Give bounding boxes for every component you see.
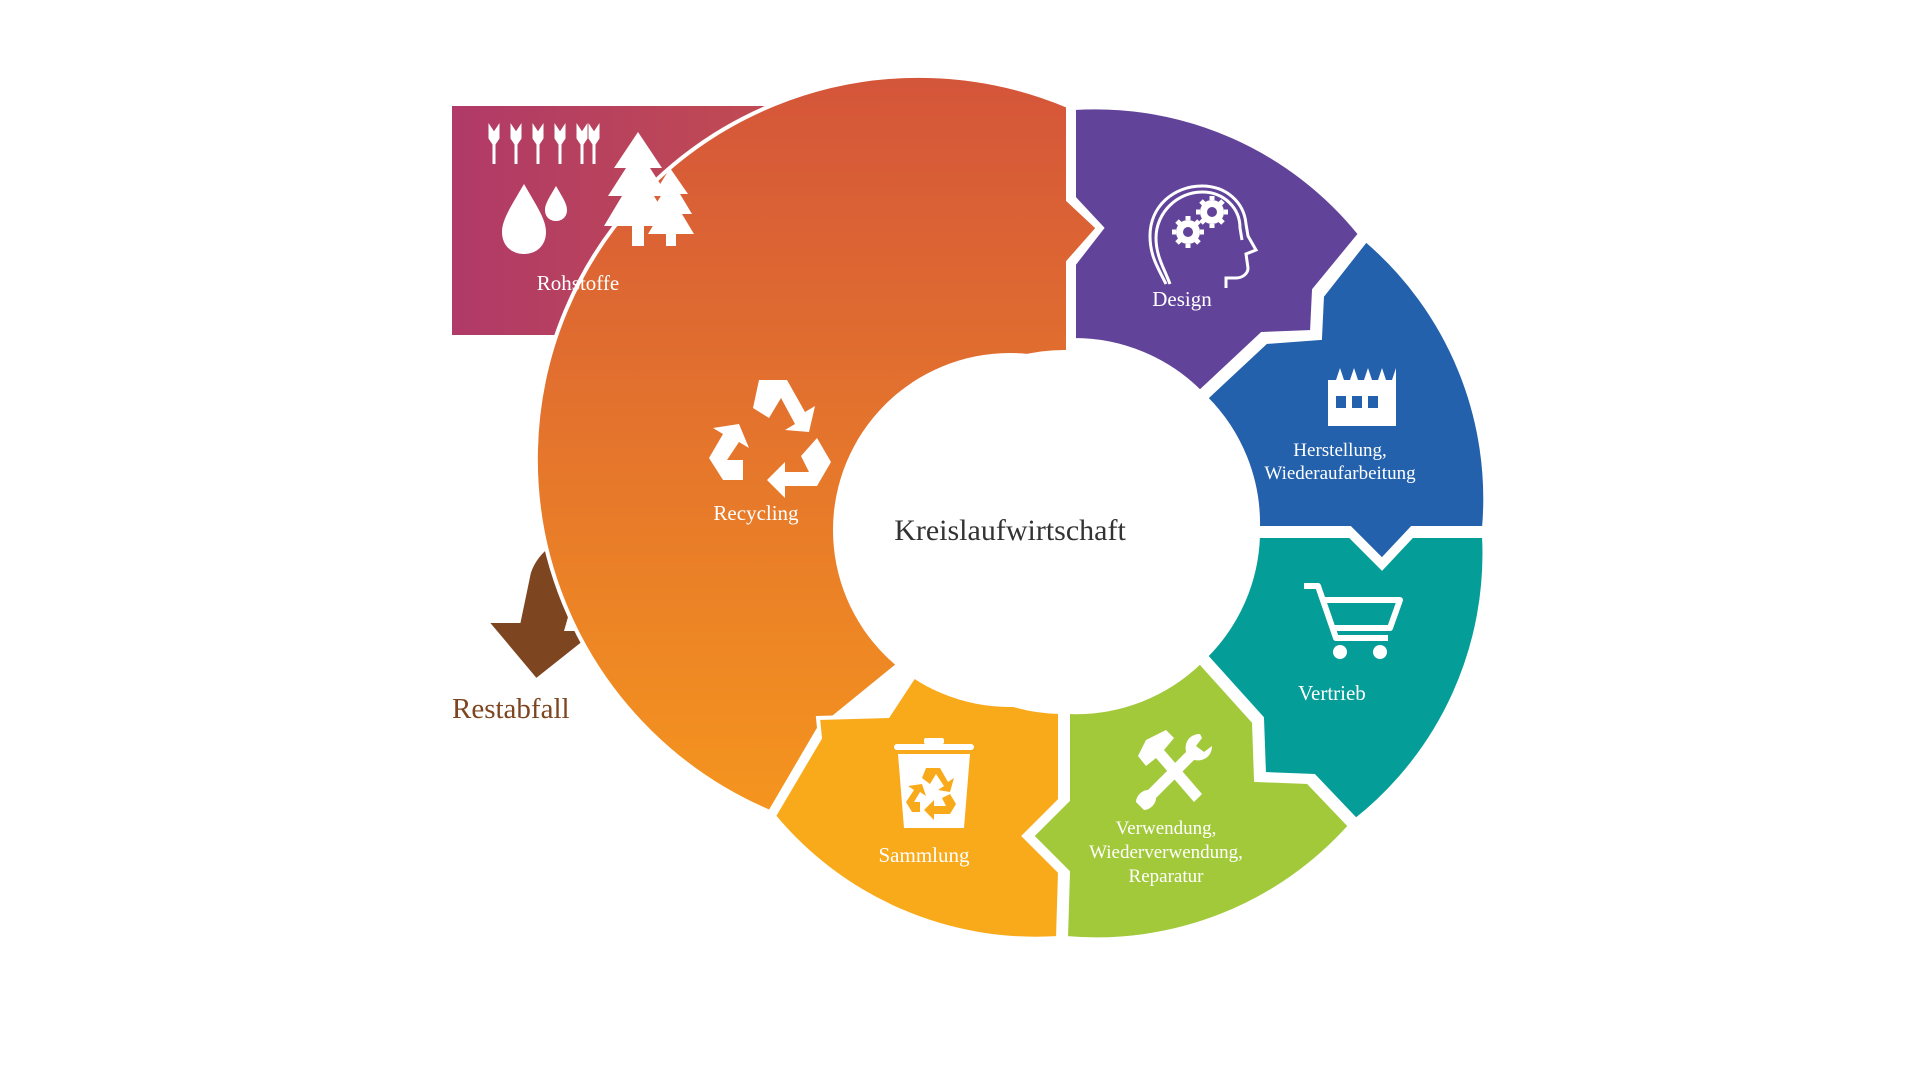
label-herstellung: Herstellung,Wiederaufarbeitung — [1264, 440, 1416, 484]
label-line: Recycling — [713, 501, 799, 525]
label-line: Reparatur — [1129, 866, 1205, 887]
label-line: Sammlung — [878, 843, 970, 867]
label-line: Vertrieb — [1298, 681, 1366, 705]
segment-vertrieb — [1203, 534, 1487, 823]
recycling-bin-icon — [894, 738, 974, 828]
wheat-icon — [488, 123, 600, 164]
label-line: Verwendung, — [1116, 818, 1217, 839]
label-verwendung: Verwendung, Wiederverwendung, Reparatur — [1089, 818, 1243, 887]
center-disc — [833, 353, 1187, 707]
tree-icon — [604, 132, 672, 246]
segment-design — [1072, 105, 1363, 395]
tools-icon — [1136, 730, 1212, 810]
label-vertrieb: Vertrieb — [1298, 681, 1366, 705]
label-line: Wiederverwendung, — [1089, 842, 1243, 863]
segment-verwendung — [1029, 659, 1353, 942]
factory-icon — [1328, 368, 1396, 426]
label-sammlung: Sammlung — [878, 843, 970, 867]
center-label: Kreislaufwirtschaft — [894, 514, 1126, 547]
label-line: Design — [1152, 287, 1212, 311]
label-recycling: Recycling — [713, 501, 799, 525]
label-design: Design — [1152, 287, 1212, 311]
small-drop-icon — [545, 186, 567, 221]
raw-materials-label: Rohstoffe — [537, 271, 619, 295]
head-gears-icon — [1148, 184, 1259, 288]
recycle-icon — [709, 380, 831, 498]
label-line: Herstellung, — [1293, 440, 1386, 461]
water-drop-icon — [502, 184, 546, 254]
raw-materials-icons — [488, 123, 694, 254]
residual-waste-label: Restabfall — [452, 693, 570, 725]
shopping-cart-icon — [1304, 583, 1403, 659]
small-tree-icon — [648, 168, 694, 246]
label-line: Wiederaufarbeitung — [1264, 463, 1416, 484]
